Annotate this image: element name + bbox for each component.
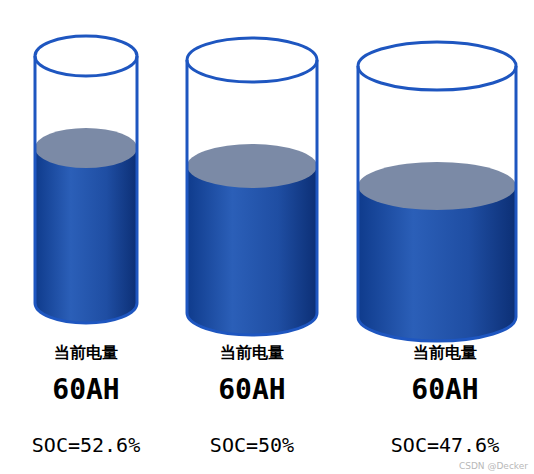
capacity-value: 60AH xyxy=(210,372,294,408)
watermark: CSDN @Decker xyxy=(459,461,528,471)
battery-label: 当前电量 60AH SOC=47.6% xyxy=(387,342,503,458)
soc-value: SOC=50% xyxy=(210,432,294,458)
cylinder xyxy=(35,36,137,323)
battery-label: 当前电量 60AH SOC=50% xyxy=(206,342,298,458)
capacity-value: 60AH xyxy=(32,372,140,408)
capacity-value: 60AH xyxy=(391,372,499,408)
soc-value: SOC=52.6% xyxy=(32,432,140,458)
soc-value: SOC=47.6% xyxy=(391,432,499,458)
caption-text: 当前电量 xyxy=(210,342,294,364)
cylinder xyxy=(358,42,516,341)
battery-label: 当前电量 60AH SOC=52.6% xyxy=(28,342,144,458)
caption-text: 当前电量 xyxy=(32,342,140,364)
cylinder xyxy=(187,38,317,335)
caption-text: 当前电量 xyxy=(391,342,499,364)
